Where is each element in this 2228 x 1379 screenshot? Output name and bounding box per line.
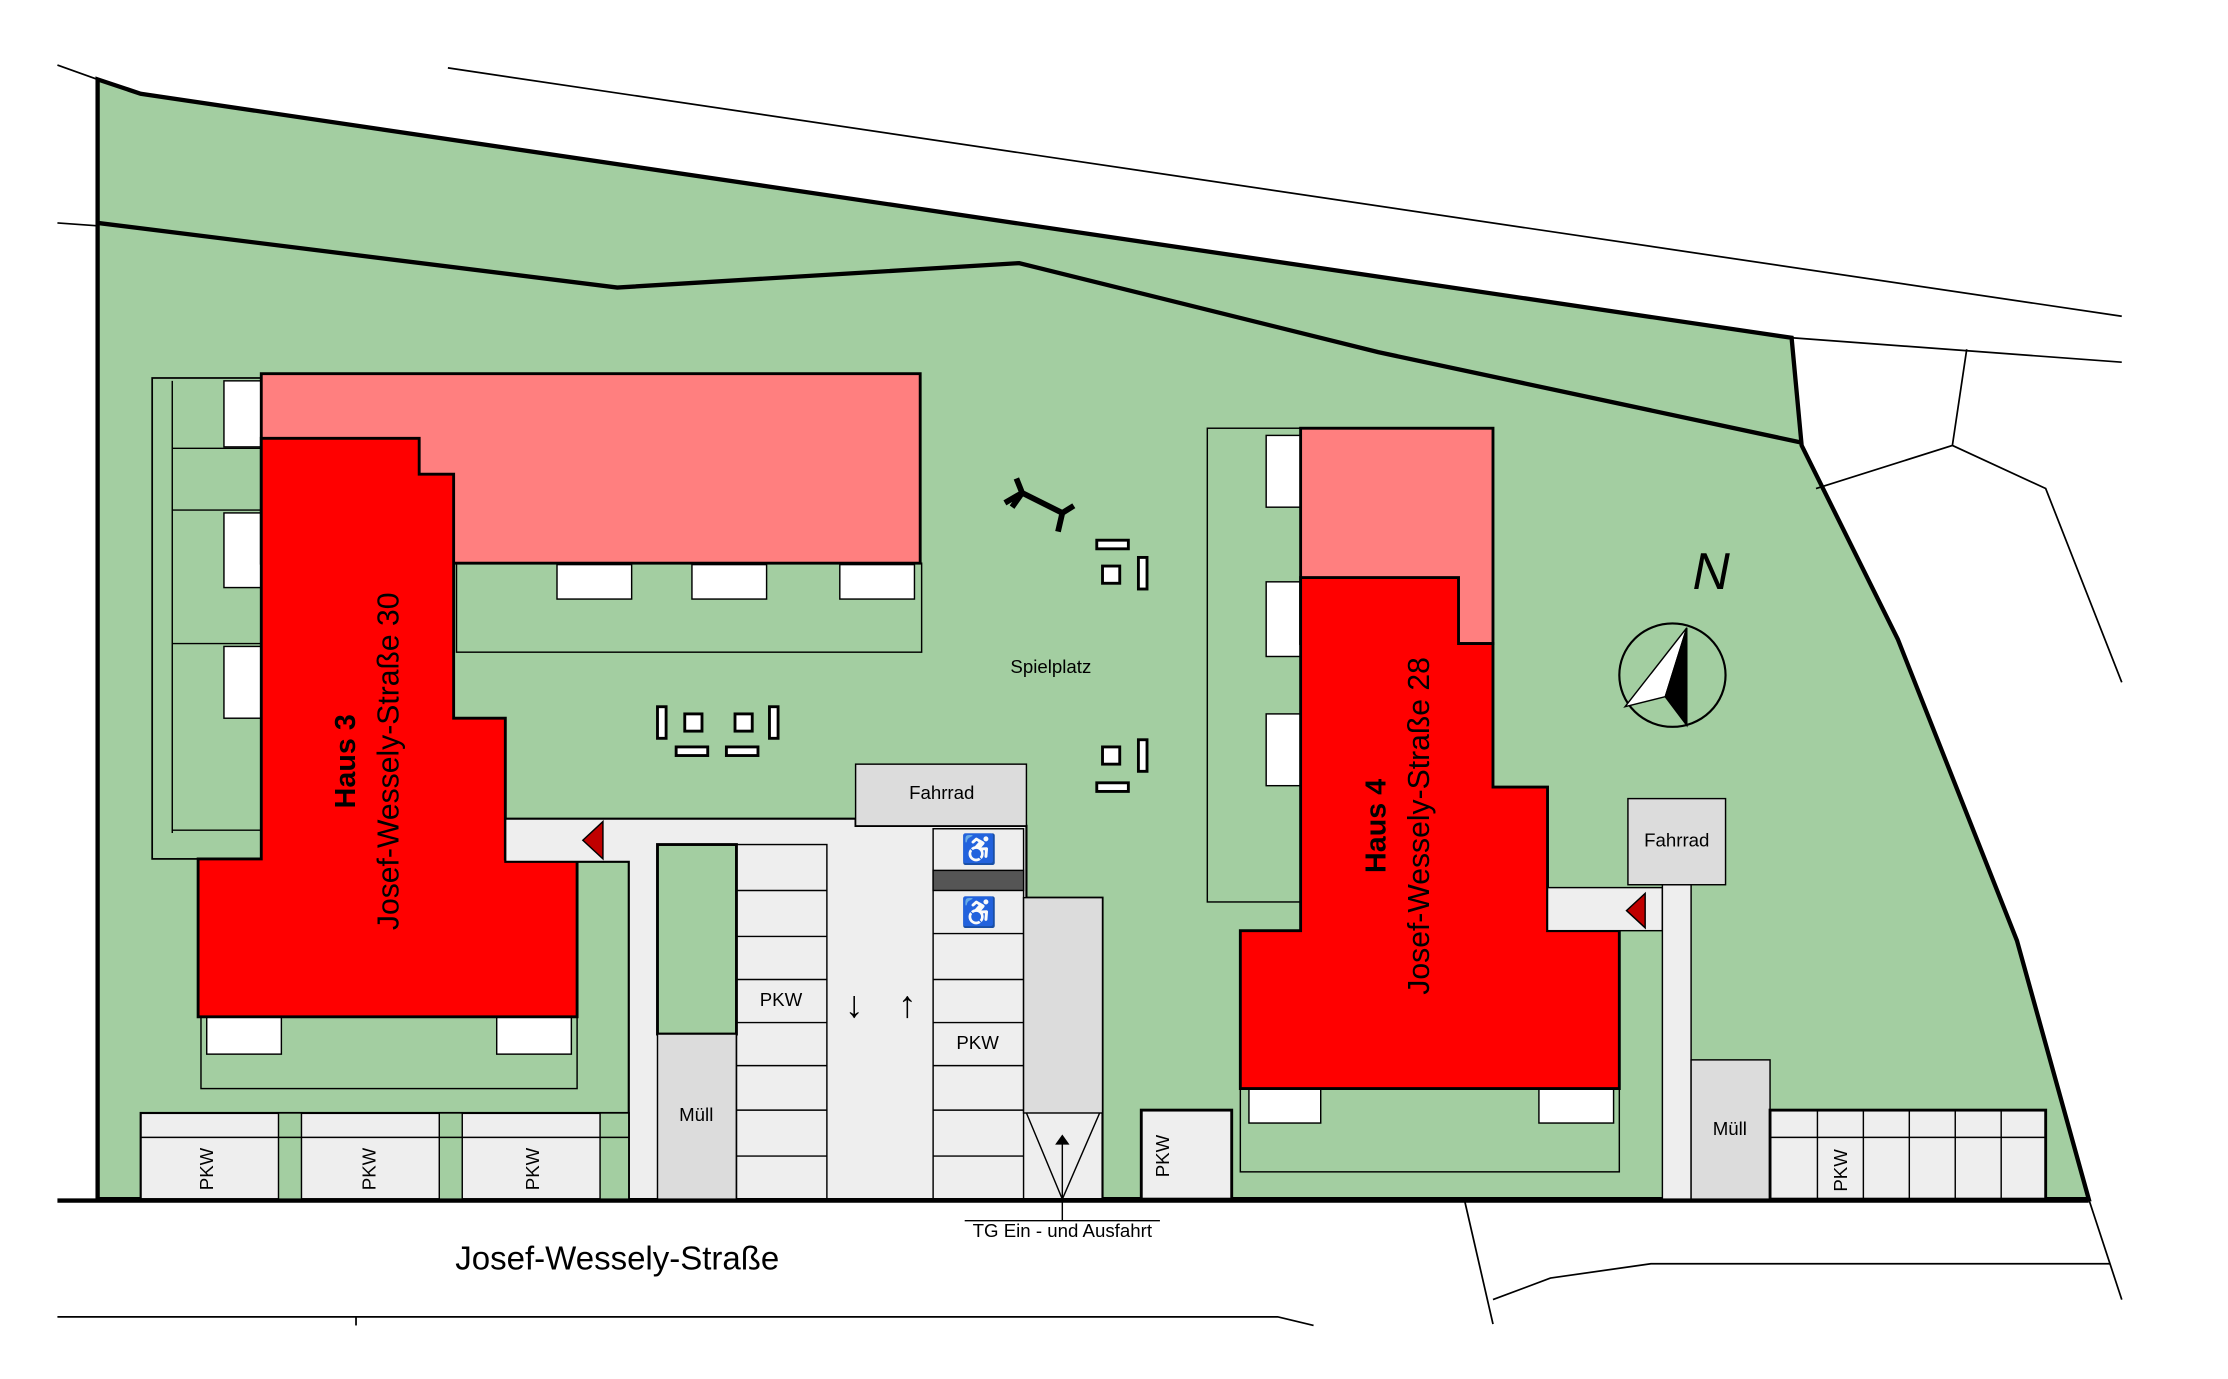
fahrrad-shed-2 [1627,797,1727,886]
entrance-marker-haus4 [1625,891,1646,930]
balcony [1248,1087,1322,1124]
path-east [1661,884,1692,1200]
pkw-label: PKW [522,1147,543,1190]
tg-label: TG Ein - und Ausfahrt [973,1220,1153,1241]
wheelchair-icon: ♿ [961,832,997,866]
fence-ticks-left [171,380,262,834]
pkw-label: PKW [196,1147,217,1190]
balcony [206,1016,283,1055]
balcony [223,380,262,448]
green-divider [438,1112,463,1200]
balcony [223,512,262,589]
pkw-label: PKW [1830,1149,1851,1192]
muell-label-1: Müll [679,1104,713,1125]
balcony [691,563,768,600]
pkw-label: PKW [760,989,803,1010]
green-divider [599,1112,630,1200]
fahrrad-shed-1 [854,763,1028,827]
muell-area-1 [656,1033,738,1200]
north-label: N [1693,542,1731,600]
muell-area-2 [1690,1059,1771,1200]
parking-row-right [1768,1108,2048,1201]
street-name: Josef-Wessely-Straße [455,1240,779,1277]
balcony [1265,581,1302,658]
balcony [1265,713,1302,787]
pkw-label: PKW [1152,1134,1173,1177]
inner-boundary-line [97,220,1803,445]
compass-icon [1618,622,1727,728]
balcony [1538,1087,1615,1124]
arrow-up-icon: ↑ [898,983,917,1025]
green-divider [277,1112,303,1200]
pkw-label: PKW [358,1147,379,1190]
entrance-marker-haus3 [581,819,604,861]
balcony [495,1016,573,1055]
wheelchair-icon: ♿ [961,895,997,929]
parking-single [1139,1108,1234,1201]
tg-ramp [1022,896,1104,1114]
hatched-divider [932,869,1025,892]
parking-row-left [139,1111,630,1201]
balcony [839,563,916,600]
haus3-name: Haus 3 [330,714,362,808]
balcony [1265,434,1302,508]
muell-label-2: Müll [1713,1118,1747,1139]
fahrrad-label-2: Fahrrad [1644,830,1709,851]
haus4-address: Josef-Wessely-Straße 28 [1403,657,1436,995]
fahrrad-label-1: Fahrrad [909,782,974,803]
balcony [223,645,262,719]
tg-arrow-head [1055,1134,1070,1145]
playground-furniture [656,538,1149,793]
haus4-name: Haus 4 [1361,779,1393,873]
swing-icon [1003,477,1076,533]
haus3-address: Josef-Wessely-Straße 30 [372,592,405,930]
spielplatz-label: Spielplatz [1010,656,1091,677]
parking-column-1 [735,843,828,1200]
surrounding-lines [57,64,2123,1327]
green-strip [656,843,738,1036]
arrow-down-icon: ↓ [845,983,864,1025]
pkw-label: PKW [956,1032,999,1053]
balcony [556,563,633,600]
